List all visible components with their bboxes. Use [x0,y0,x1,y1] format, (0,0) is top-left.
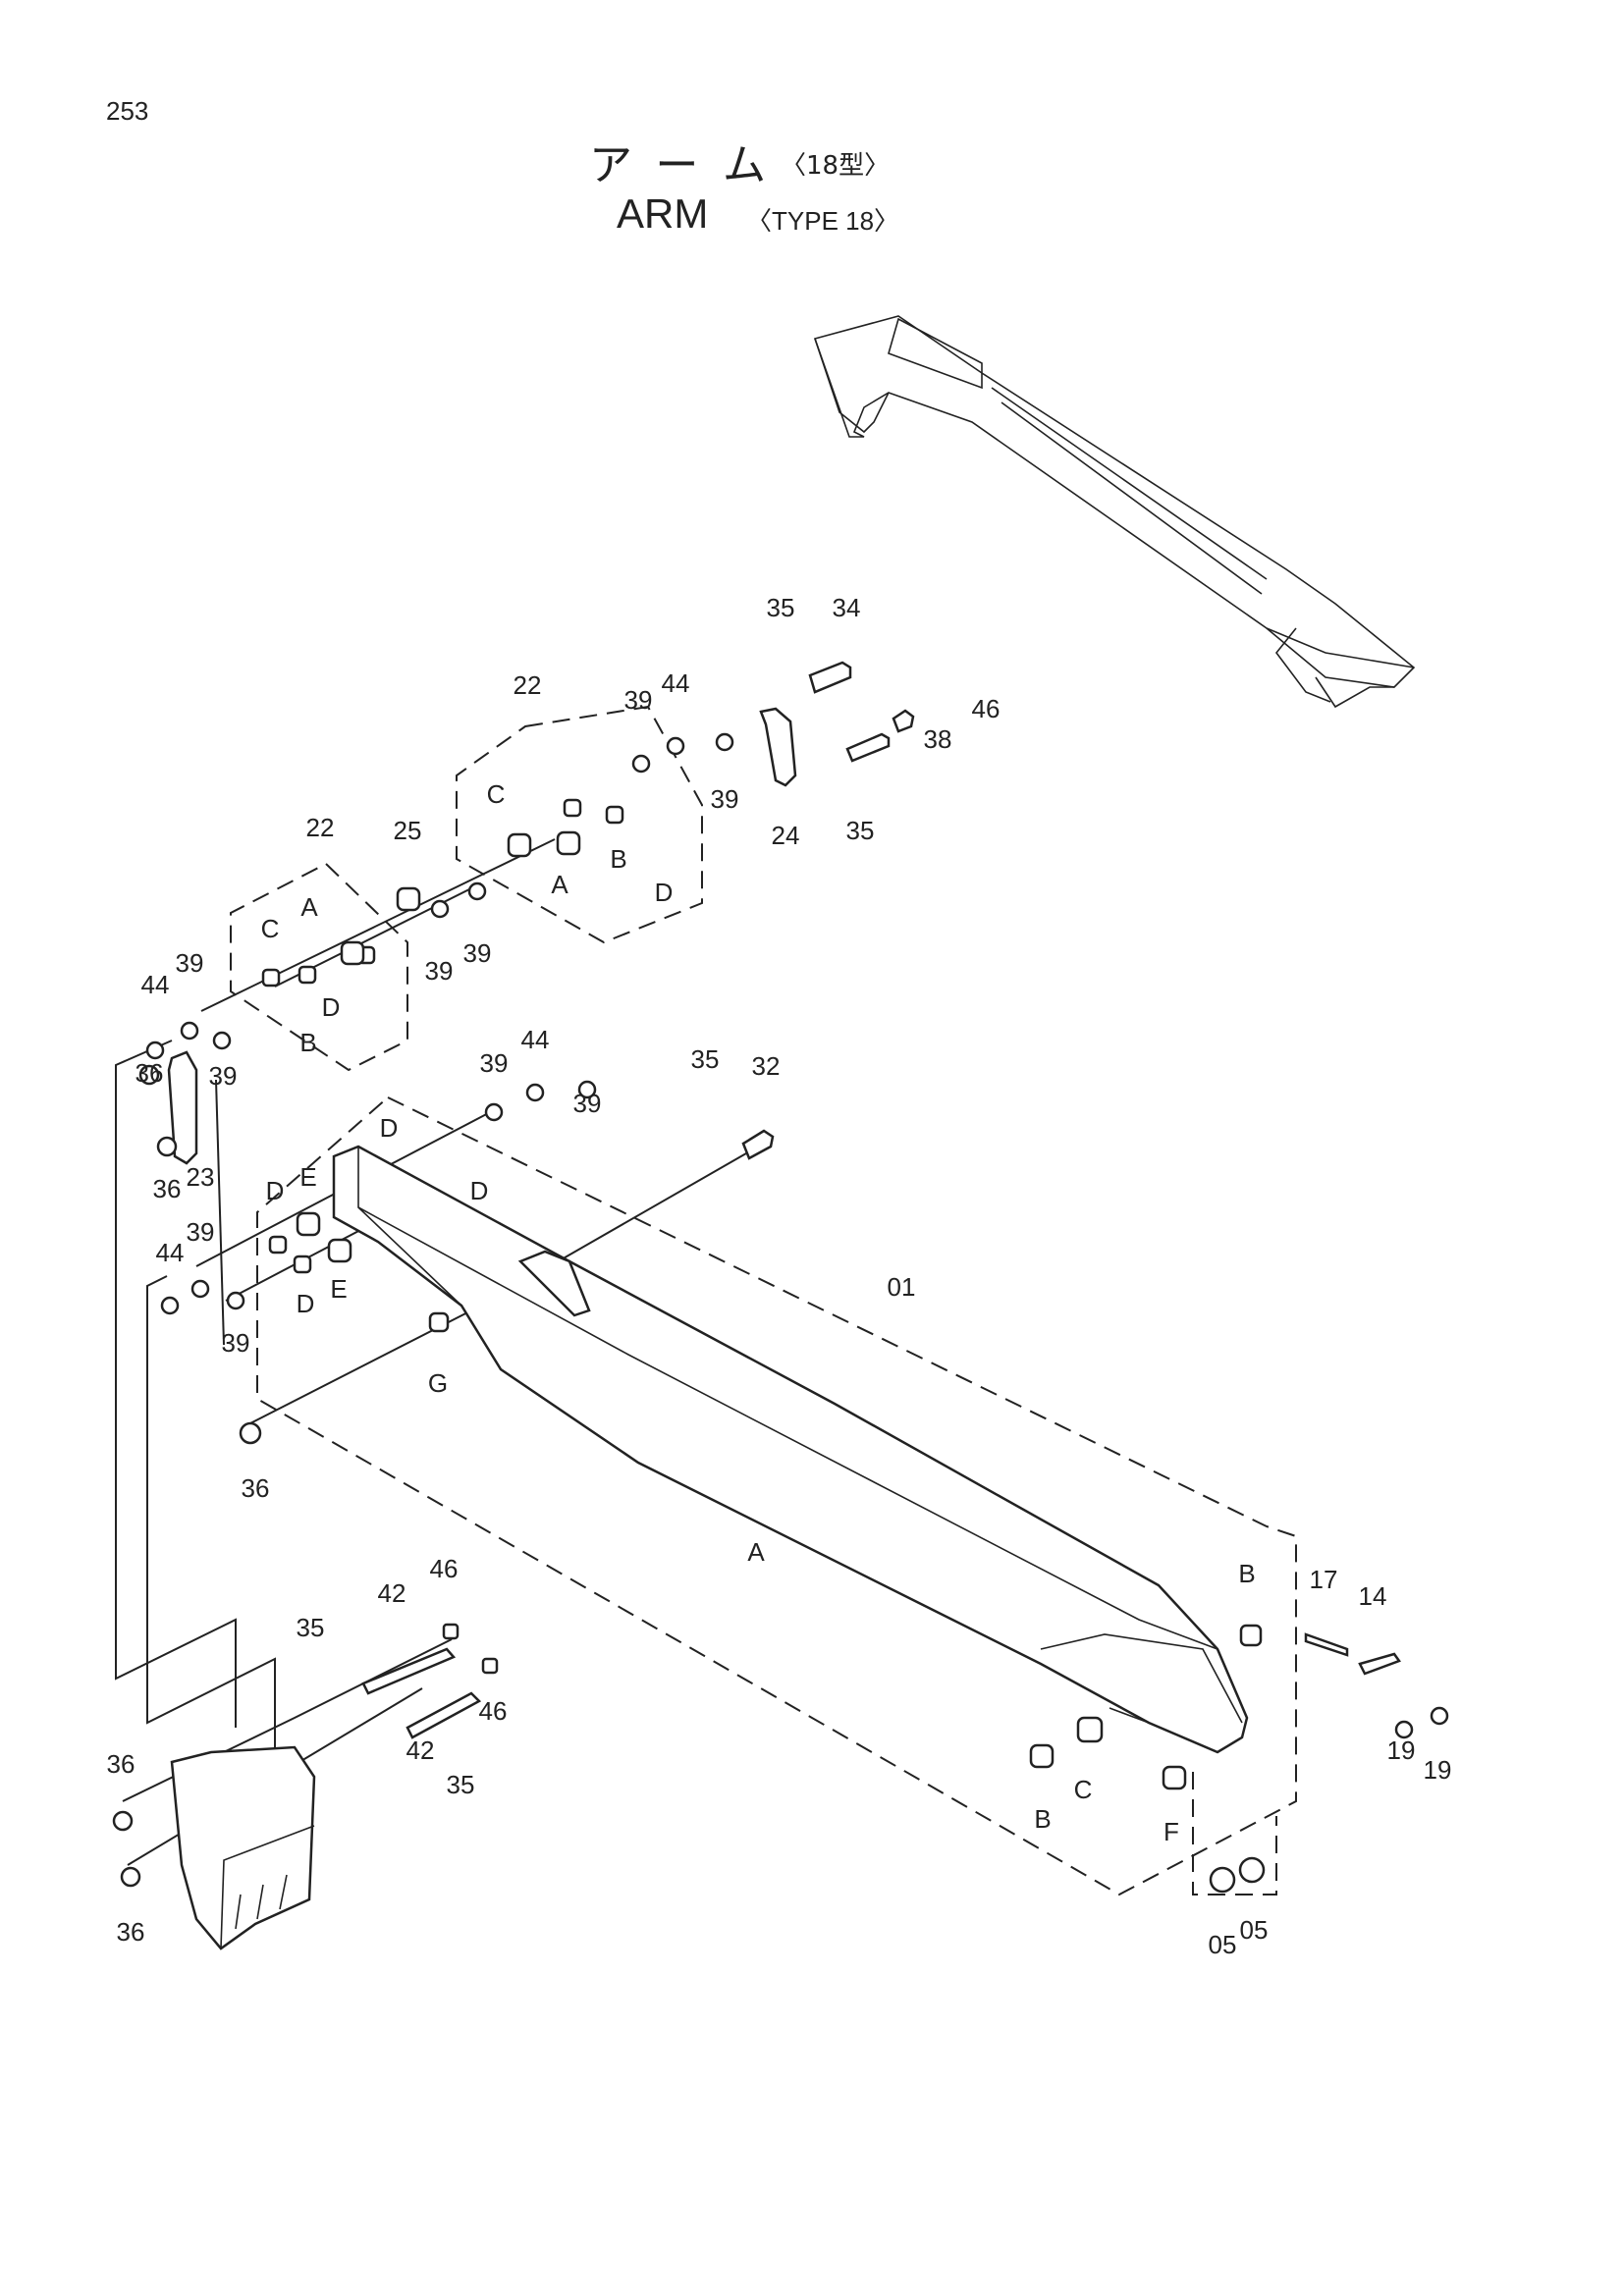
callout-cBb: B [299,1028,316,1057]
callout-cDd: D [470,1176,489,1205]
callout-cEb: E [330,1274,347,1304]
callout-c42b: 42 [406,1735,435,1765]
callout-c39c: 39 [176,948,204,978]
callout-c44b: 44 [141,970,170,999]
link-23 [167,1050,198,1165]
callout-c36a: 36 [135,1058,164,1088]
callout-c36d: 36 [107,1749,135,1779]
callout-c39b: 39 [711,784,739,814]
callout-c19a: 19 [1387,1735,1416,1765]
callout-c39e: 39 [463,938,492,968]
callout-c46a: 46 [972,694,1001,723]
callout-c34: 34 [833,593,861,622]
callout-cBa: B [610,844,626,874]
callout-c39j: 39 [222,1328,250,1358]
callout-c17: 17 [1310,1565,1338,1594]
callout-c36e: 36 [117,1917,145,1947]
callout-c35b: 35 [846,816,875,845]
group-outlines [230,705,1297,1896]
callout-cBd: B [1034,1804,1051,1834]
callout-c01: 01 [888,1272,916,1302]
link-24 [759,707,797,787]
callout-cDe: D [266,1176,285,1205]
callout-c39i: 39 [187,1217,215,1247]
title-english-type: 〈TYPE 18〉 [746,206,900,236]
callout-c19b: 19 [1424,1755,1452,1785]
callout-c44c: 44 [521,1025,550,1054]
callout-cAa: A [551,870,568,899]
callout-cCa: C [487,779,506,809]
callout-c46b: 46 [430,1554,459,1583]
callout-c05a: 05 [1209,1930,1237,1959]
callout-cAb: A [300,892,318,922]
callout-cEa: E [299,1162,316,1192]
callout-c36b: 36 [153,1174,182,1203]
callout-c35e: 35 [447,1770,475,1799]
title-japanese-type: 〈18型〉 [781,151,891,181]
callout-cC: C [1074,1775,1093,1804]
callout-c05b: 05 [1240,1915,1269,1945]
callout-c42a: 42 [378,1578,406,1608]
title-english: ARM [617,190,709,237]
title-japanese: アーム [589,140,792,190]
small-parts [112,661,1449,1894]
callout-c35a: 35 [767,593,795,622]
callout-c44a: 44 [662,668,690,698]
callout-c35d: 35 [297,1613,325,1642]
callout-cDc: D [380,1113,399,1143]
callout-c36c: 36 [242,1473,270,1503]
callout-c14: 14 [1359,1581,1387,1611]
bucket [170,1745,316,1950]
callout-c35c: 35 [691,1044,720,1074]
callout-cDa: D [655,878,674,907]
arm-body [332,1145,1249,1754]
callout-c22b: 22 [306,813,335,842]
callout-c39h: 39 [573,1089,602,1118]
callout-c22a: 22 [514,670,542,700]
callout-c39d: 39 [425,956,454,986]
callout-cG: G [428,1368,448,1398]
callout-c23: 23 [187,1162,215,1192]
callout-c39a: 39 [624,685,653,715]
callout-cF: F [1163,1817,1179,1846]
callout-c38: 38 [924,724,952,754]
callout-cBc: B [1238,1559,1255,1588]
callout-c39f: 39 [209,1061,238,1091]
callout-c39g: 39 [480,1048,509,1078]
callout-cCb: C [261,914,280,943]
callout-c46c: 46 [479,1696,508,1726]
callout-c24: 24 [772,821,800,850]
callout-c44d: 44 [156,1238,185,1267]
callout-c32: 32 [752,1051,781,1081]
overview-illustration [813,315,1416,709]
callout-c25: 25 [394,816,422,845]
page-number: 253 [106,96,149,126]
callout-cDb: D [322,992,341,1022]
callout-cDf: D [297,1289,315,1318]
callout-cAc: A [747,1537,765,1567]
